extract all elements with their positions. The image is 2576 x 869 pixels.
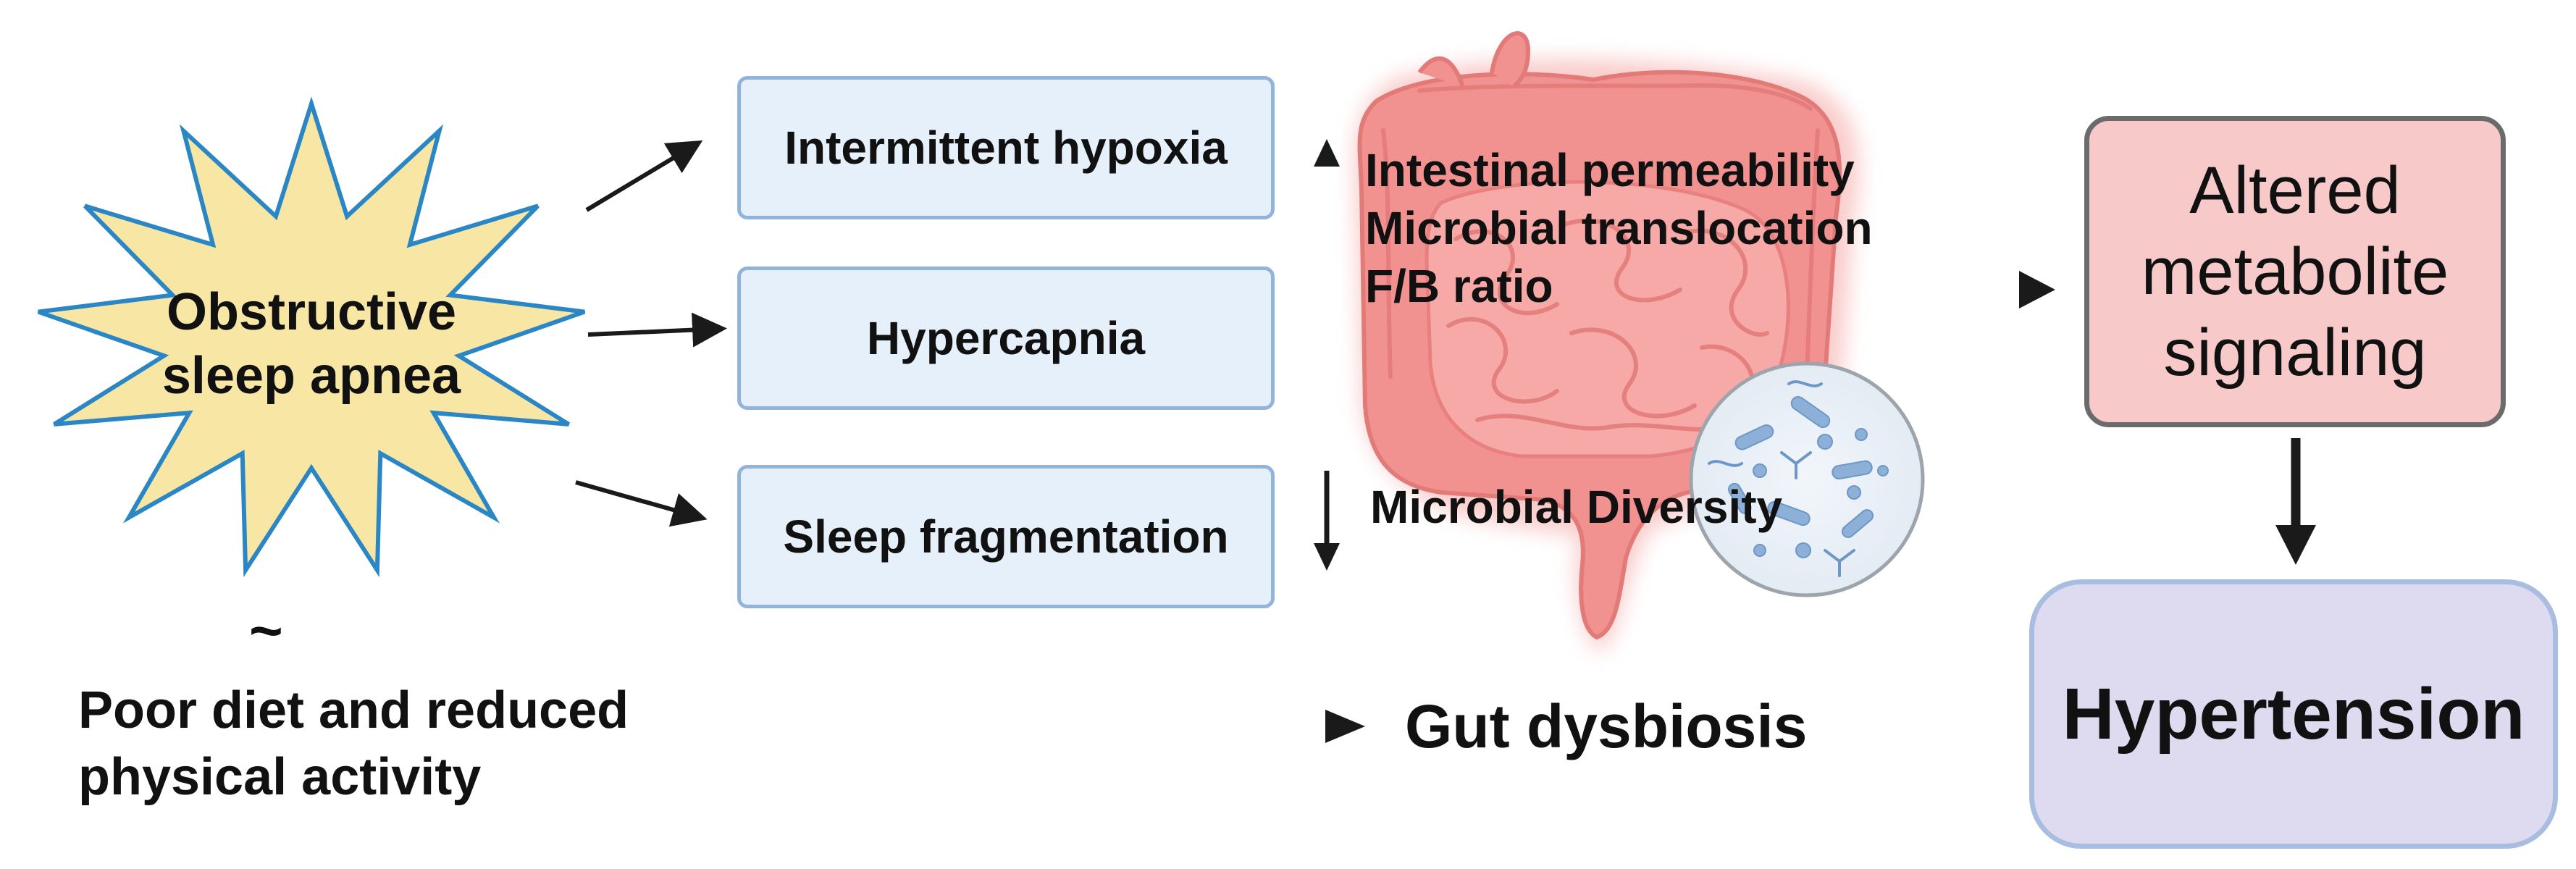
decreased-items-list: Microbial Diversity — [1370, 478, 1782, 536]
increased-item: Intestinal permeability — [1365, 144, 1855, 196]
sleep-fragmentation-box: Sleep fragmentation — [737, 465, 1275, 608]
poor-diet-text: Poor diet and reduced physical activity — [78, 681, 629, 806]
arrow-osa-to-fragmentation — [575, 480, 708, 527]
sleep-fragmentation-text: Sleep fragmentation — [783, 511, 1229, 563]
altered-metabolite-box: Altered metabolite signaling — [2084, 116, 2506, 427]
arrow-osa-to-hypoxia — [585, 140, 703, 212]
intermittent-hypoxia-text: Intermittent hypoxia — [784, 122, 1228, 174]
hypertension-text: Hypertension — [2062, 673, 2525, 755]
arrow-diet-to-dysbiosis-head — [1325, 710, 1365, 743]
intestine-illustration — [1354, 31, 1860, 652]
tilde-symbol: ~ — [249, 598, 283, 663]
arrow-metabolite-to-hypertension-head — [2275, 525, 2316, 565]
poor-diet-label: Poor diet and reduced physical activity — [78, 677, 716, 810]
increased-item: F/B ratio — [1365, 260, 1553, 312]
hypercapnia-text: Hypercapnia — [866, 312, 1146, 364]
hypercapnia-box: Hypercapnia — [737, 266, 1275, 410]
arrow-osa-to-hypercapnia — [587, 312, 727, 348]
increased-items-list: Intestinal permeability Microbial transl… — [1365, 141, 1873, 315]
osa-star-shape — [37, 96, 586, 578]
increase-arrow-head — [1314, 139, 1340, 167]
osa-label: Obstructive sleep apnea — [116, 268, 507, 420]
arrow-gut-to-metabolite-head — [2019, 271, 2055, 308]
intermittent-hypoxia-box: Intermittent hypoxia — [737, 76, 1275, 219]
decrease-arrow-head — [1314, 543, 1340, 571]
hypertension-box: Hypertension — [2029, 579, 2558, 849]
osa-text: Obstructive sleep apnea — [161, 283, 461, 405]
altered-metabolite-text: Altered metabolite signaling — [2141, 154, 2449, 390]
microbe-circle-icon — [1689, 361, 1925, 597]
decreased-item: Microbial Diversity — [1370, 481, 1783, 533]
gut-dysbiosis-label: Gut dysbiosis — [1405, 692, 1808, 760]
increased-item: Microbial translocation — [1365, 202, 1873, 254]
